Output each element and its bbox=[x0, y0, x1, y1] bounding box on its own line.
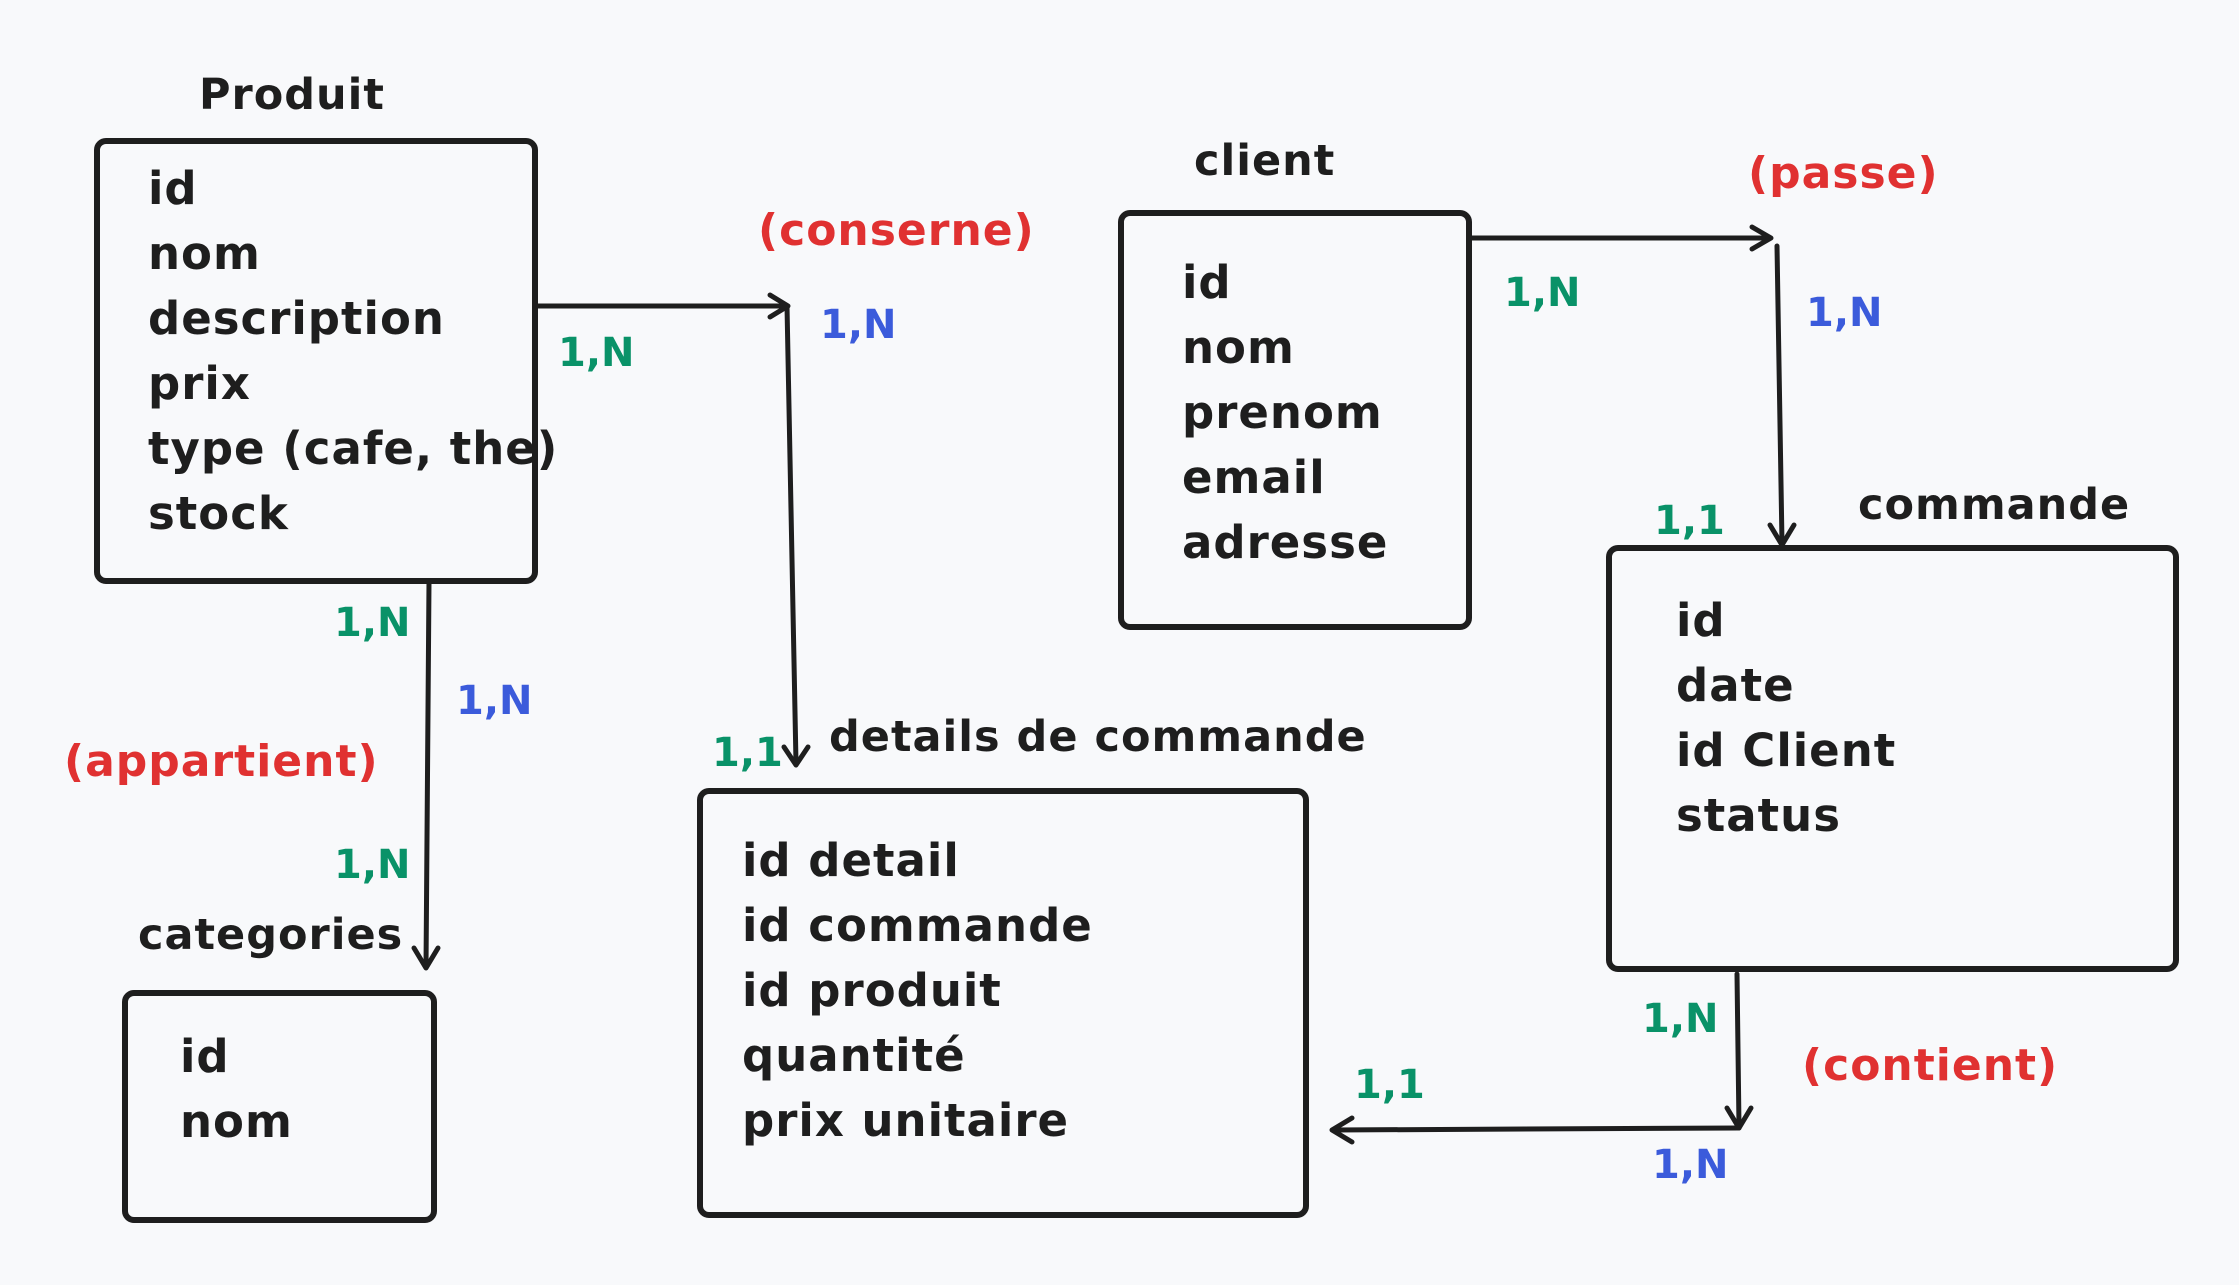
field: email bbox=[1182, 451, 1326, 504]
cardinality-details-contient: 1,1 bbox=[1354, 1062, 1425, 1108]
entity-title-produit: Produit bbox=[199, 70, 385, 120]
connector-produit-categories bbox=[423, 579, 432, 970]
field: id commande bbox=[742, 899, 1093, 952]
field: nom bbox=[1182, 321, 1295, 374]
cardinality-passe-blue: 1,N bbox=[1806, 290, 1883, 336]
connector-passe-commande bbox=[1774, 243, 1785, 546]
field: id bbox=[148, 162, 198, 215]
cardinality-produit-appartient: 1,N bbox=[334, 600, 411, 646]
entity-box-produit bbox=[94, 138, 538, 584]
arrowhead-categories bbox=[411, 945, 441, 971]
field: prenom bbox=[1182, 386, 1383, 439]
entity-fields-commande: id date id Client status bbox=[1676, 588, 1896, 848]
connector-conserne-details bbox=[784, 303, 799, 766]
entity-box-categories bbox=[122, 990, 437, 1223]
arrowhead-passe bbox=[1749, 224, 1774, 252]
entity-title-client: client bbox=[1194, 136, 1336, 186]
cardinality-produit-conserne: 1,N bbox=[558, 330, 635, 376]
entity-fields-categories: id nom bbox=[180, 1024, 293, 1154]
cardinality-commande-contient: 1,N bbox=[1642, 996, 1719, 1042]
field: type (cafe, the) bbox=[148, 422, 559, 475]
field: id bbox=[1676, 594, 1726, 647]
cardinality-commande-passe: 1,1 bbox=[1654, 498, 1725, 544]
connector-contient-details bbox=[1331, 1125, 1742, 1133]
field: prix bbox=[148, 357, 251, 410]
entity-box-details bbox=[697, 788, 1309, 1218]
field: date bbox=[1676, 659, 1795, 712]
entity-title-details: details de commande bbox=[829, 712, 1367, 762]
arrowhead-details bbox=[781, 744, 811, 768]
field: status bbox=[1676, 789, 1841, 842]
field: nom bbox=[180, 1095, 293, 1148]
entity-box-client bbox=[1118, 210, 1472, 630]
entity-fields-produit: id nom description prix type (cafe, the)… bbox=[148, 156, 558, 546]
field: stock bbox=[148, 487, 289, 540]
relationship-label-contient: (contient) bbox=[1802, 1040, 2059, 1091]
relationship-label-passe: (passe) bbox=[1748, 148, 1939, 199]
cardinality-appartient-blue: 1,N bbox=[456, 678, 533, 724]
field: adresse bbox=[1182, 516, 1389, 569]
relationship-label-appartient: (appartient) bbox=[64, 736, 379, 787]
entity-fields-client: id nom prenom email adresse bbox=[1182, 250, 1388, 575]
cardinality-details-conserne: 1,1 bbox=[712, 730, 783, 776]
field: id Client bbox=[1676, 724, 1897, 777]
entity-title-commande: commande bbox=[1858, 480, 2131, 530]
field: description bbox=[148, 292, 445, 345]
field: id bbox=[180, 1030, 230, 1083]
entity-box-commande bbox=[1606, 545, 2179, 972]
cardinality-client-passe: 1,N bbox=[1504, 270, 1581, 316]
field: nom bbox=[148, 227, 261, 280]
field: id produit bbox=[742, 964, 1002, 1017]
entity-title-categories: categories bbox=[138, 910, 404, 960]
cardinality-conserne-blue: 1,N bbox=[820, 302, 897, 348]
field: quantité bbox=[742, 1029, 966, 1082]
field: prix unitaire bbox=[742, 1094, 1070, 1147]
relationship-label-conserne: (conserne) bbox=[758, 205, 1035, 256]
entity-fields-details: id detail id commande id produit quantit… bbox=[742, 828, 1093, 1153]
cardinality-contient-blue: 1,N bbox=[1652, 1142, 1729, 1188]
arrowhead-details-left bbox=[1329, 1115, 1355, 1145]
field: id detail bbox=[742, 834, 960, 887]
connector-commande-contient bbox=[1734, 971, 1742, 1129]
field: id bbox=[1182, 256, 1232, 309]
cardinality-categories-appartient: 1,N bbox=[334, 842, 411, 888]
